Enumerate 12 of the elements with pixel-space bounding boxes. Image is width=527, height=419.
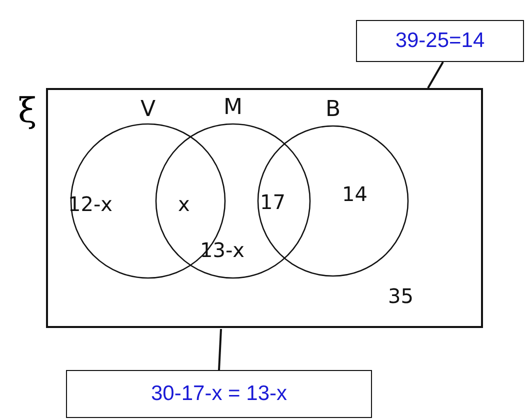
set-name: V (140, 99, 156, 121)
callout-box: 39-25=14 (356, 20, 524, 62)
region-value: 35 (388, 286, 414, 306)
set-name: M (224, 97, 242, 119)
leader-line (427, 62, 444, 88)
leader-line (218, 328, 222, 370)
region-value: x (178, 194, 190, 214)
universal-set-symbol: ξ (18, 94, 37, 128)
region-value: 14 (342, 184, 368, 204)
set-name: B (325, 99, 341, 121)
callout-box: 30-17-x = 13-x (66, 370, 372, 418)
region-value: 17 (260, 192, 286, 212)
